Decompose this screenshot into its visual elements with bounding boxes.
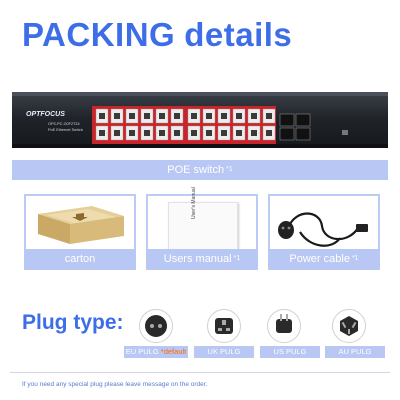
rj45-port-socket (251, 113, 257, 119)
au-plug-icon (332, 309, 366, 343)
cable-caption: Power cable*1 (268, 249, 380, 269)
carton-box-icon (38, 206, 124, 244)
us-plug-label: US PULG (260, 346, 320, 358)
carton-label: carton (64, 253, 96, 265)
switch-model: OFS-PC-G0F2T24 (48, 122, 80, 126)
eu-plug-name: EU PULG (125, 347, 159, 356)
rj45-port-socket (266, 113, 272, 119)
rj45-port-socket (221, 113, 227, 119)
rj45-port-socket (221, 130, 227, 136)
rj45-port-socket (191, 113, 197, 119)
uk-plug-label: UK PULG (194, 346, 254, 358)
eu-plug-icon (139, 309, 173, 343)
manual-icon: User's Manual (168, 187, 238, 258)
cable-label: Power cable (289, 253, 350, 265)
divider (10, 372, 390, 373)
rj45-port-socket (236, 113, 242, 119)
rj45-port-socket (144, 113, 150, 119)
rj45-port-socket (144, 130, 150, 136)
uk-plug-name: UK PULG (207, 347, 241, 356)
manual-caption: Users manual*1 (146, 249, 258, 269)
rj45-port-socket (99, 113, 105, 119)
manual-label: Users manual (163, 253, 232, 265)
rj45-port-socket (206, 130, 212, 136)
switch-subtitle: PoE Ethernet Switch (48, 128, 83, 132)
switch-icon (12, 92, 388, 148)
rj45-port-socket (99, 130, 105, 136)
manual-text: User's Manual (191, 187, 197, 219)
carton-caption: carton (24, 249, 136, 269)
rj45-port-socket (129, 130, 135, 136)
rj45-port-socket (174, 113, 180, 119)
rj45-port-socket (129, 113, 135, 119)
rj45-port-socket (159, 113, 165, 119)
manual-qty: *1 (233, 255, 241, 262)
cable-qty: *1 (351, 255, 359, 262)
poe-switch-image: OPTFOCUS OFS-PC-G0F2T24 PoE Ethernet Swi… (12, 92, 388, 148)
footer-note: If you need any special plug please leav… (22, 381, 208, 388)
plug-type-title: Plug type: (22, 311, 124, 334)
switch-caption-label: POE switch (167, 164, 225, 176)
rj45-port-socket (191, 130, 197, 136)
eu-plug-label: EU PULG *default (124, 346, 188, 358)
switch-brand: OPTFOCUS (26, 111, 65, 118)
us-plug-icon (267, 309, 301, 343)
rj45-port-socket (114, 130, 120, 136)
uk-plug-icon (207, 309, 241, 343)
power-cable-icon (278, 212, 368, 247)
rj45-port-socket (159, 130, 165, 136)
switch-qty: *1 (226, 166, 233, 173)
title-part-2: details (184, 16, 293, 53)
rj45-port-socket (236, 130, 242, 136)
au-plug-name: AU PULG (338, 347, 372, 356)
rj45-port-socket (266, 130, 272, 136)
title-part-1: PACKING (22, 16, 176, 53)
rj45-port-socket (206, 113, 212, 119)
switch-caption: POE switch*1 (12, 160, 388, 180)
us-plug-name: US PULG (273, 347, 307, 356)
au-plug-label: AU PULG (325, 346, 385, 358)
rj45-port-socket (174, 130, 180, 136)
rj45-port-socket (251, 130, 257, 136)
eu-plug-default: *default (160, 347, 187, 356)
rj45-port-socket (114, 113, 120, 119)
